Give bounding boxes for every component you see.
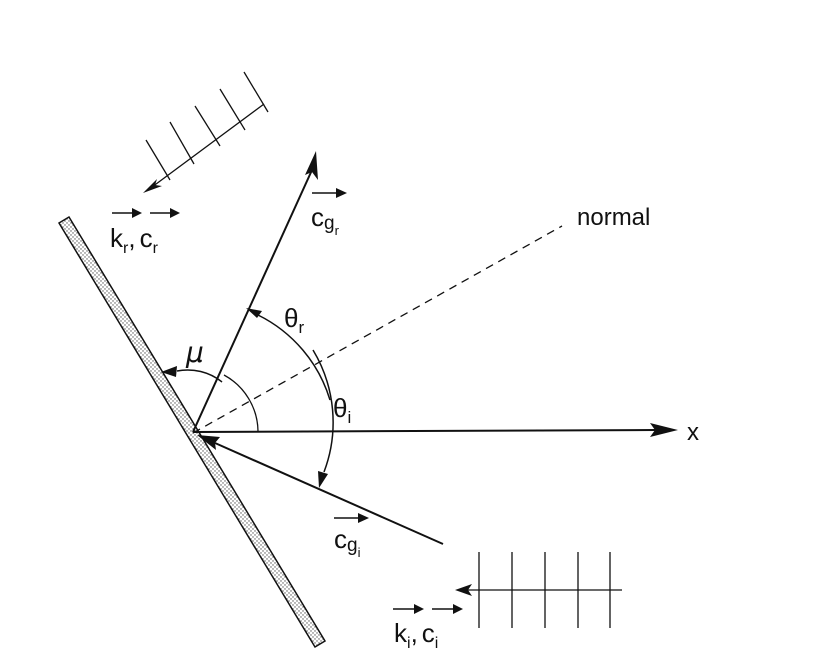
reflected-wave-crests bbox=[143, 71, 269, 193]
svg-text:cgi: cgi bbox=[334, 524, 361, 560]
theta-i-arrowhead bbox=[318, 471, 328, 488]
cg-r-ray bbox=[192, 151, 318, 433]
small-arc bbox=[223, 374, 259, 432]
svg-text:kr,cr: kr,cr bbox=[110, 223, 159, 257]
cg-i-ray bbox=[197, 435, 444, 545]
kr-cr-label: kr,cr bbox=[110, 208, 180, 257]
x-axis-label: x bbox=[687, 419, 699, 446]
cg-r-label: cgr bbox=[311, 188, 347, 238]
mu-arc bbox=[176, 369, 223, 383]
incident-wave-crests bbox=[455, 552, 622, 628]
mu-label: μ bbox=[185, 336, 204, 369]
normal-line bbox=[192, 225, 563, 434]
theta-r-arrowhead bbox=[246, 308, 262, 318]
theta-i-label: θi bbox=[333, 393, 351, 427]
ki-ci-label: ki,ci bbox=[393, 604, 463, 652]
cg-i-label: cgi bbox=[334, 513, 369, 560]
svg-text:cgr: cgr bbox=[311, 202, 340, 238]
normal-label: normal bbox=[577, 204, 650, 231]
reflecting-wall bbox=[57, 215, 327, 649]
svg-text:ki,ci: ki,ci bbox=[394, 618, 438, 652]
theta-i-arc bbox=[312, 349, 334, 473]
x-axis bbox=[192, 423, 678, 437]
theta-r-arc bbox=[257, 314, 331, 401]
theta-r-label: θr bbox=[284, 303, 304, 337]
mu-arrowhead bbox=[161, 366, 177, 377]
